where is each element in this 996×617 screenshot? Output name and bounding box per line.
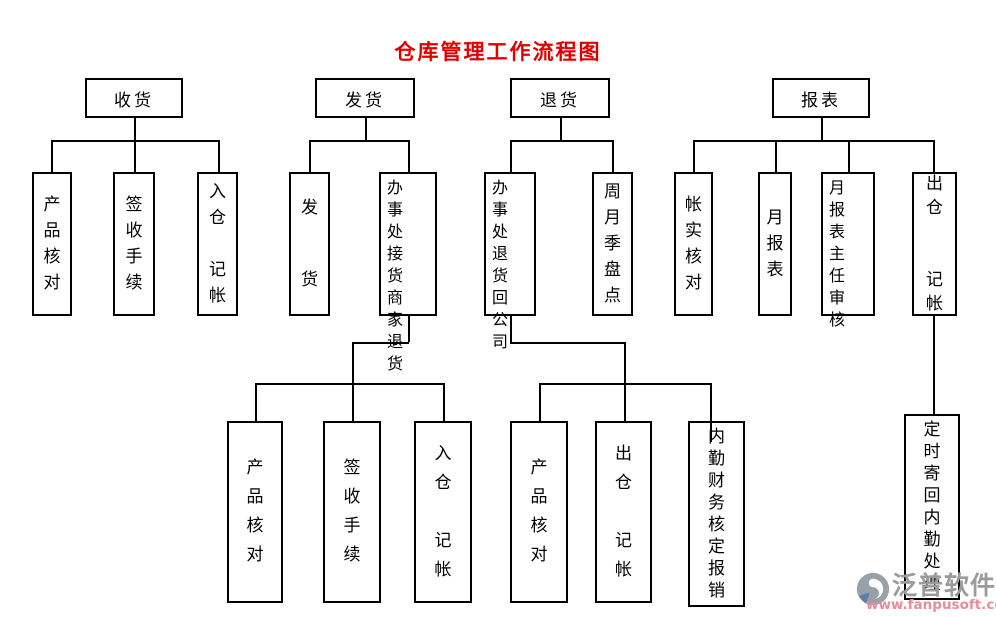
connector-line — [848, 140, 850, 172]
box-rep-monthly-report: 月 报 表 — [758, 172, 792, 316]
connector-line — [539, 383, 541, 421]
connector-line — [255, 383, 443, 385]
connector-line — [693, 140, 934, 142]
box-recv-product-check: 产 品 核 对 — [32, 172, 72, 316]
connector-line — [510, 316, 512, 342]
connector-line — [309, 140, 408, 142]
box-rep-director-review: 月报 表主 任审 核 — [821, 172, 875, 329]
fanpu-logo-icon — [856, 572, 890, 606]
box-ret-product-check: 产 品 核 对 — [510, 421, 568, 603]
connector-line — [933, 140, 935, 172]
connector-line — [309, 140, 311, 172]
connector-line — [693, 140, 695, 172]
box-ship-office-receive: 办事 处接 货商 家退 货 — [379, 172, 437, 373]
box-reports: 报表 — [772, 78, 870, 118]
connector-line — [510, 342, 624, 344]
connector-line — [539, 383, 710, 385]
box-rep-warehouse-out: 出 仓 记 帐 — [912, 172, 957, 316]
connector-line — [510, 140, 512, 172]
diagram-title: 仓库管理工作流程图 — [394, 40, 602, 64]
connector-line — [710, 383, 712, 442]
connector-line — [510, 140, 612, 142]
connector-line — [821, 118, 823, 140]
box-shipping: 发货 — [315, 78, 415, 118]
connector-line — [352, 342, 354, 421]
connector-line — [775, 140, 777, 172]
connector-line — [408, 316, 410, 342]
connector-line — [560, 118, 562, 140]
connector-line — [51, 140, 218, 142]
box-ship-product-check: 产 品 核 对 — [227, 421, 283, 603]
box-returns: 退货 — [510, 78, 610, 118]
watermark-url: www.fanpusoft.com — [866, 597, 996, 613]
connector-line — [255, 383, 257, 421]
connector-line — [624, 342, 626, 421]
connector-line — [612, 140, 614, 172]
box-recv-warehouse-in: 入 仓 记 帐 — [197, 172, 238, 316]
box-ship-warehouse-in: 入 仓 记 帐 — [414, 421, 472, 603]
box-recv-sign-procedure: 签 收 手 续 — [113, 172, 155, 316]
connector-line — [443, 383, 445, 421]
connector-line — [218, 140, 220, 172]
box-receiving: 收货 — [85, 78, 183, 118]
connector-line — [134, 118, 136, 172]
watermark: 泛普软件 www.fanpusoft.com — [848, 566, 996, 616]
box-rep-account-check: 帐 实 核 对 — [674, 172, 713, 316]
box-ret-finance-approve: 内 勤 财 务 核 定 报 销 — [688, 421, 745, 607]
connector-line — [408, 140, 410, 172]
connector-line — [365, 118, 367, 140]
box-ret-office-return: 办事 处退 货回 公司 — [484, 172, 536, 351]
box-rep-mail-back: 定 时 寄 回 内 勤 处 理 — [904, 414, 960, 600]
box-ret-stocktake: 周 月 季 盘 点 — [592, 172, 633, 316]
box-ret-warehouse-out: 出 仓 记 帐 — [595, 421, 652, 603]
connector-line — [933, 316, 935, 414]
connector-line — [352, 342, 409, 344]
box-ship-sign-procedure: 签 收 手 续 — [323, 421, 381, 603]
watermark-brand: 泛普软件 — [892, 571, 996, 600]
box-ship-dispatch: 发 货 — [289, 172, 330, 316]
connector-line — [51, 140, 53, 172]
